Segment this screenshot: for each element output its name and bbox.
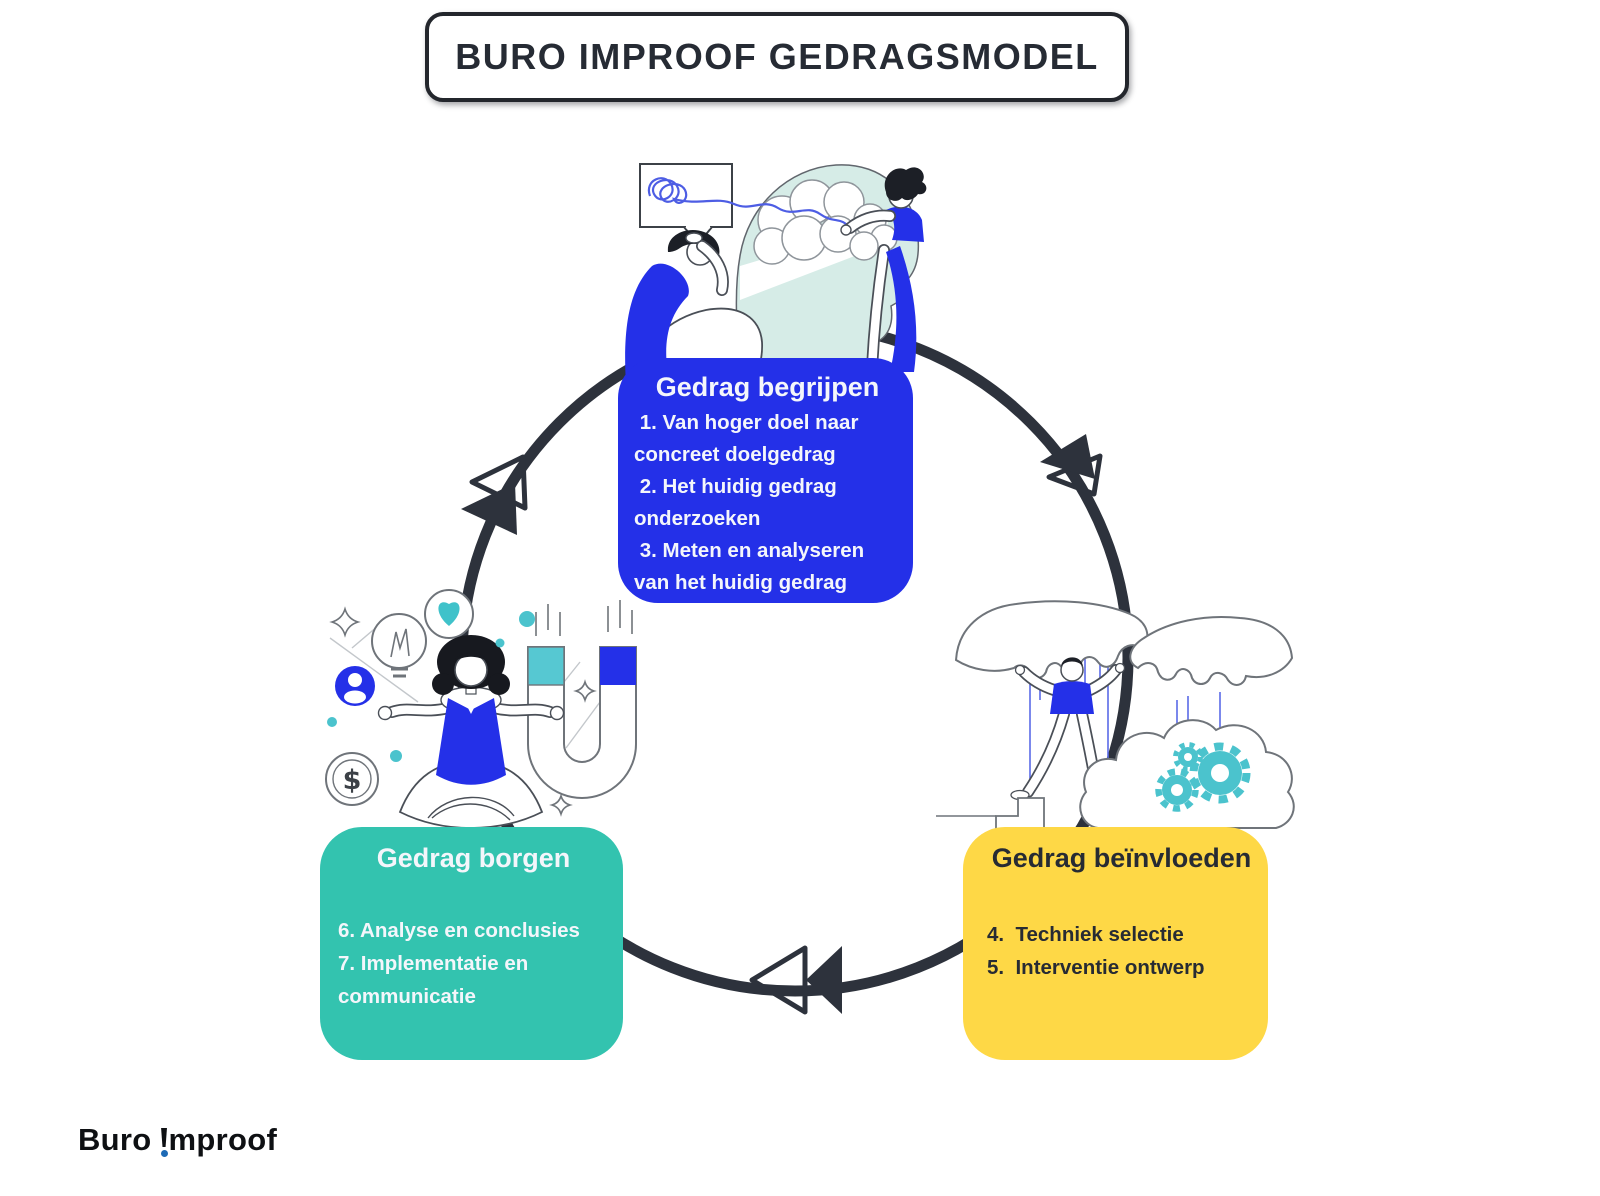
lightbulb-icon xyxy=(371,613,427,678)
accent-dots xyxy=(327,611,535,762)
cycle-arrow-right-icon xyxy=(1040,434,1103,497)
stage-item: 4. Techniek selectie xyxy=(987,923,1184,946)
magnet-icon xyxy=(527,600,637,799)
sparkle-icons xyxy=(329,606,597,817)
gear-icon-large xyxy=(1189,742,1251,804)
stage-items: 4. Techniek selectie 5. Interventie ontw… xyxy=(987,918,1256,984)
meditating-person xyxy=(377,635,565,829)
stage-title: Gedrag beïnvloeden xyxy=(991,843,1252,873)
stage-box-gedrag-borgen: Gedrag borgen 6. Analyse en conclusies 7… xyxy=(320,827,623,1060)
standing-person xyxy=(840,167,927,374)
brain-icon xyxy=(753,179,898,265)
title-box: BURO IMPROOF GEDRAGSMODEL xyxy=(425,12,1129,102)
stage-items: 6. Analyse en conclusies 7. Implementati… xyxy=(338,914,609,1013)
illustration-understand-behavior xyxy=(625,163,927,386)
cycle-arrow-bottom-icon xyxy=(749,945,842,1015)
cycle-arrow-left-icon xyxy=(461,454,528,535)
stage-title: Gedrag begrijpen xyxy=(655,372,880,402)
stage-box-gedrag-beinvloeden: Gedrag beïnvloeden 4. Techniek selectie … xyxy=(963,827,1268,1060)
stage-title: Gedrag borgen xyxy=(376,843,571,873)
logo-exclamation-icon: ! xyxy=(160,1128,168,1157)
logo-word-right: mproof xyxy=(168,1122,278,1157)
puppet-hand-right-icon xyxy=(1129,615,1294,686)
user-badge-icon xyxy=(335,666,375,706)
stage-box-gedrag-begrijpen: Gedrag begrijpen 1. Van hoger doel naar … xyxy=(618,358,913,603)
page-title: BURO IMPROOF GEDRAGSMODEL xyxy=(455,36,1099,77)
stage-item: 6. Analyse en conclusies xyxy=(338,919,580,942)
svg-text:$: $ xyxy=(343,765,362,796)
heart-badge-icon xyxy=(424,589,474,639)
stairs xyxy=(936,797,1045,833)
logo-word-left: Buro xyxy=(78,1122,152,1157)
logo-buro-improof: Buro ! mproof xyxy=(78,1122,277,1158)
stage-item: 5. Interventie ontwerp xyxy=(987,956,1205,979)
gear-icon-medium xyxy=(1155,768,1199,812)
stage-item: 7. Implementatie en communicatie xyxy=(338,952,529,1008)
stage-item: 2. Het huidig gedrag onderzoeken xyxy=(634,475,837,530)
stage-item: 3. Meten en analyseren van het huidig ge… xyxy=(634,539,865,594)
stage-item: 1. Van hoger doel naar concreet doelgedr… xyxy=(634,411,859,466)
stage-items: 1. Van hoger doel naar concreet doelgedr… xyxy=(634,407,901,599)
illustration-secure-behavior: $ xyxy=(325,589,637,829)
dollar-coin-icon: $ xyxy=(325,752,379,806)
illustration-influence-behavior xyxy=(936,600,1295,833)
tangled-thread xyxy=(647,177,851,230)
